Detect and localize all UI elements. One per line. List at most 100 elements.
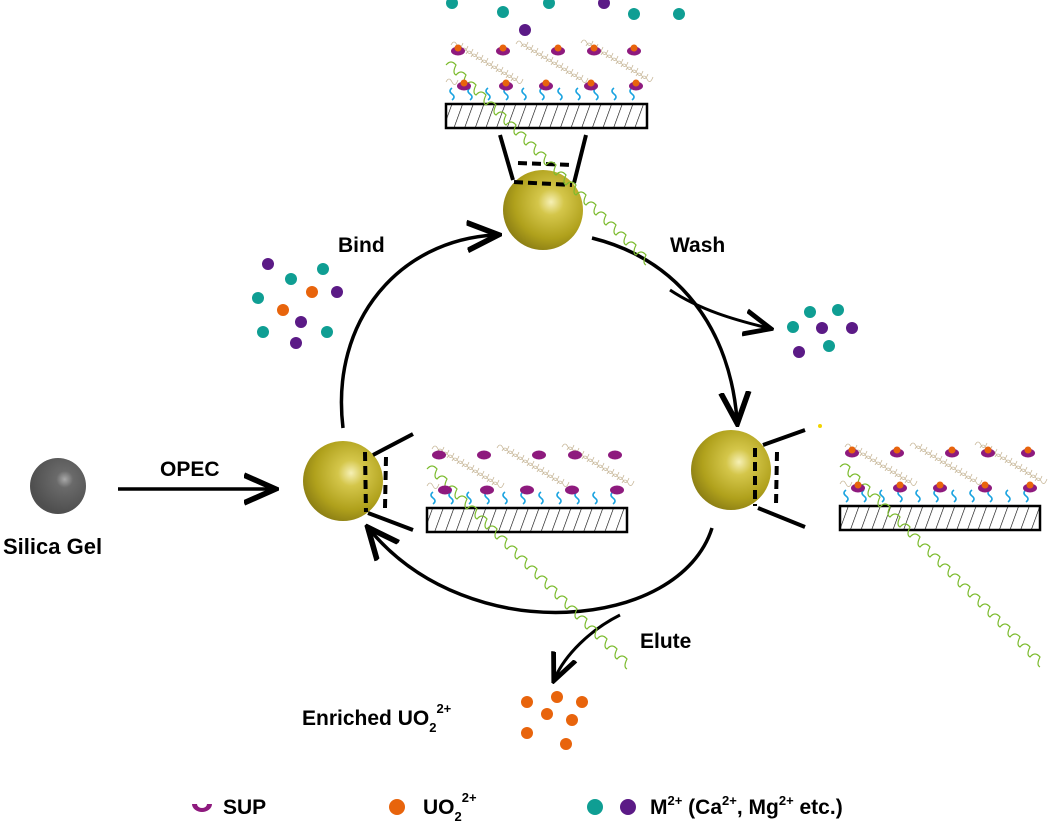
linker (1005, 489, 1011, 503)
teal-ion (832, 304, 844, 316)
bind-label: Bind (338, 234, 385, 257)
uo2-bound (936, 481, 944, 489)
teal-ion (823, 340, 835, 352)
orange-ion (306, 286, 318, 298)
enriched-uo2-label: Enriched UO22+ (302, 701, 452, 735)
linker (467, 87, 473, 101)
sup-site (520, 485, 534, 495)
uo2-bound (630, 44, 638, 52)
sup-site (532, 450, 546, 460)
sup-site (568, 450, 582, 460)
ion-particles (252, 0, 858, 750)
uo2-bound (632, 79, 640, 87)
wash-arrow (591, 236, 737, 420)
teal-ion (787, 321, 799, 333)
teal-ion (285, 273, 297, 285)
legend: SUP UO22+ M2+ (Ca2+, Mg2+ etc.) (192, 790, 843, 824)
zoom-callout-top (498, 134, 588, 187)
linker (430, 491, 436, 505)
substrate-right (838, 504, 1042, 532)
orange-ion (551, 691, 563, 703)
purple-ion (816, 322, 828, 334)
uo2-bound (502, 79, 510, 87)
uo2-bound (554, 44, 562, 52)
uo2-bound (454, 44, 462, 52)
linker (448, 491, 454, 505)
orange-ion (566, 714, 578, 726)
bead-left (303, 441, 383, 521)
purple-ion (846, 322, 858, 334)
linker (521, 87, 527, 101)
uo2-bound (587, 79, 595, 87)
protein-chains (426, 443, 635, 489)
linker (933, 489, 939, 503)
protein-layer (445, 39, 654, 266)
sup-site (480, 485, 494, 495)
legend-m2-label: M2+ (Ca2+, Mg2+ etc.) (650, 793, 843, 819)
linker (915, 489, 921, 503)
uo2-bound (984, 446, 992, 454)
sup-site (608, 450, 622, 460)
elute-out-arrow (555, 613, 621, 678)
elute-label: Elute (640, 630, 691, 653)
teal-ion (321, 326, 333, 338)
linker (485, 87, 491, 101)
linker (466, 491, 472, 505)
legend-uo2-label: UO22+ (423, 790, 477, 824)
uo2-bound (1024, 446, 1032, 454)
uo2-bound (893, 446, 901, 454)
linker (575, 87, 581, 101)
teal-ion (673, 8, 685, 20)
teal-ion (446, 0, 458, 9)
linker (520, 491, 526, 505)
purple-ion (598, 0, 610, 9)
linker (556, 491, 562, 505)
linker (539, 87, 545, 101)
orange-ion (560, 738, 572, 750)
orange-ion (576, 696, 588, 708)
bead-right (691, 430, 771, 510)
uo2-bound (854, 481, 862, 489)
linker (951, 489, 957, 503)
uo2-bound (848, 446, 856, 454)
substrate-left (425, 506, 629, 534)
uo2-bound (1026, 481, 1034, 489)
purple-ion (331, 286, 343, 298)
teal-ion (497, 6, 509, 18)
linker (557, 87, 563, 101)
teal-ion (257, 326, 269, 338)
teal-ion (804, 306, 816, 318)
linker (611, 87, 617, 101)
linker (610, 491, 616, 505)
orange-ion (277, 304, 289, 316)
protein-backbone (445, 61, 647, 266)
linker (538, 491, 544, 505)
legend-sup-label: SUP (223, 796, 266, 819)
linker (1023, 489, 1029, 503)
sup-site (432, 450, 446, 460)
uo2-bound (542, 79, 550, 87)
uo2-bound (460, 79, 468, 87)
legend-uo2-icon (389, 799, 405, 815)
linker (629, 87, 635, 101)
protein-backbone (426, 465, 628, 670)
linker (449, 87, 455, 101)
sup-site (477, 450, 491, 460)
bind-arrow (339, 235, 495, 429)
teal-ion (317, 263, 329, 275)
linker (969, 489, 975, 503)
orange-ion (521, 727, 533, 739)
protein-backbone (839, 463, 1041, 668)
orange-ion (521, 696, 533, 708)
orange-ion (541, 708, 553, 720)
elute-arrow (370, 528, 714, 615)
purple-ion (262, 258, 274, 270)
protein-layer (839, 441, 1048, 668)
linker (879, 489, 885, 503)
protein-chains (839, 441, 1048, 487)
teal-ion (252, 292, 264, 304)
protein-layers (426, 39, 1048, 670)
substrate-top (444, 102, 649, 130)
sup-site (438, 485, 452, 495)
